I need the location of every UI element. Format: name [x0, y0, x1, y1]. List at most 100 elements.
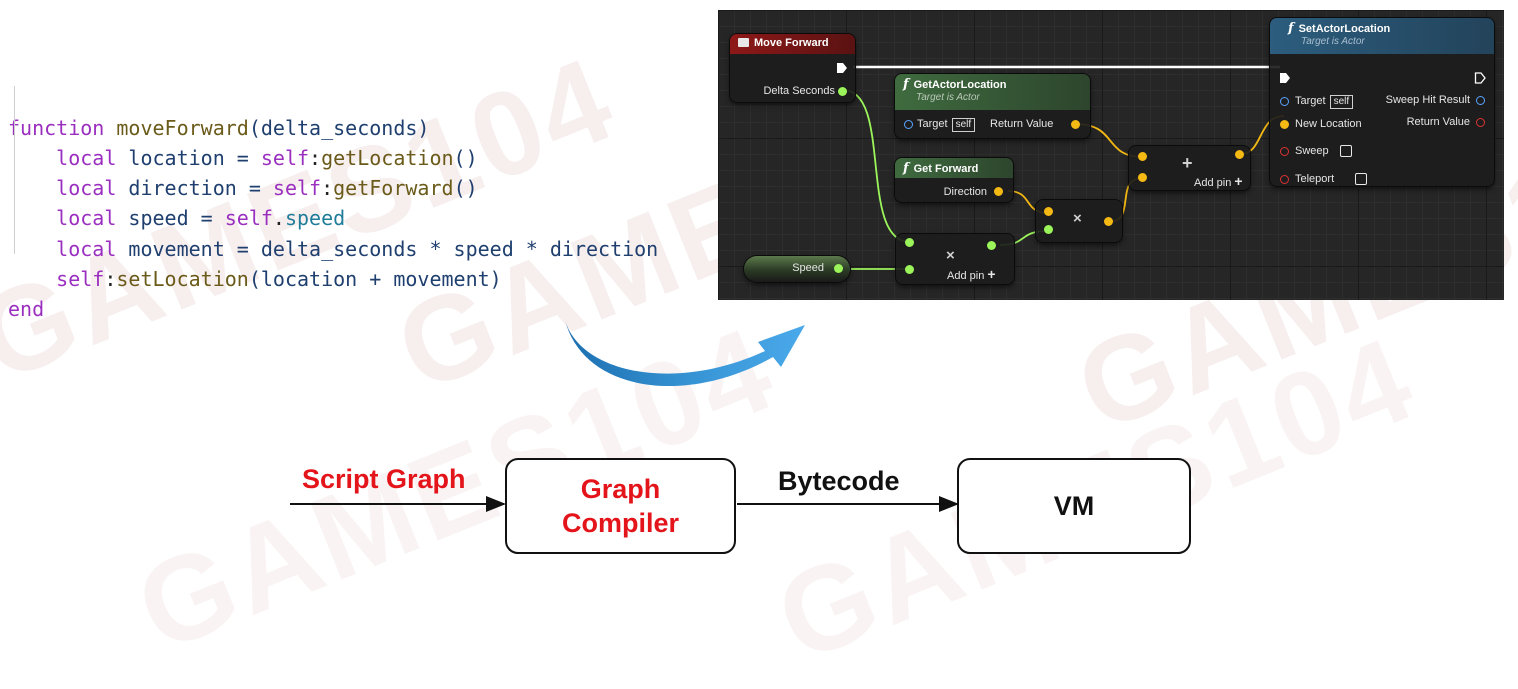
sweep-hit-result-pin[interactable]	[1476, 96, 1485, 105]
add-input-b-pin[interactable]	[1138, 173, 1147, 182]
code-token: self	[272, 176, 322, 201]
code-token: getLocation	[321, 145, 454, 170]
code-line: function moveForward(delta_seconds)	[8, 113, 658, 143]
code-token: speed =	[128, 206, 225, 231]
function-icon: f	[903, 161, 909, 176]
multiply-node[interactable]: × Add pin +	[896, 234, 1014, 284]
code-token: getForward	[333, 176, 454, 201]
multiply-node[interactable]: ×	[1036, 200, 1122, 242]
event-icon	[738, 38, 749, 47]
code-token: moveForward	[116, 115, 249, 140]
target-label: Target	[917, 118, 948, 130]
return-value-label: Return Value	[990, 118, 1054, 130]
node-title: GetActorLocation	[913, 79, 1007, 91]
code-token: function	[8, 115, 117, 140]
code-line: end	[8, 294, 658, 324]
exec-out-pin[interactable]	[1474, 72, 1486, 84]
new-location-pin[interactable]	[1280, 120, 1289, 129]
add-icon: +	[1182, 153, 1193, 173]
multiply-input-b-pin[interactable]	[905, 265, 914, 274]
flow-arrows	[290, 496, 959, 512]
teleport-checkbox[interactable]	[1355, 173, 1367, 185]
code-token: :	[104, 267, 117, 292]
multiply-input-a-pin[interactable]	[905, 238, 914, 247]
node-title: Move Forward	[754, 37, 829, 49]
code-token: local	[8, 176, 129, 201]
target-label: Target	[1295, 95, 1326, 107]
teleport-pin[interactable]	[1280, 175, 1289, 184]
multiply-input-b-pin[interactable]	[1044, 225, 1053, 234]
node-header: Move Forward	[730, 34, 855, 54]
multiply-output-pin[interactable]	[1104, 217, 1113, 226]
speed-label: Speed	[792, 262, 824, 274]
function-icon: f	[1288, 21, 1294, 36]
bytecode-label: Bytecode	[778, 466, 900, 496]
lua-code-listing: function moveForward(delta_seconds) loca…	[8, 52, 658, 325]
add-pin-label: Add pin	[947, 270, 985, 282]
code-token: self	[8, 267, 105, 292]
indent-guide	[14, 86, 15, 254]
code-line: local speed = self.speed	[8, 203, 658, 233]
code-token: :	[309, 145, 322, 170]
direction-pin[interactable]	[994, 187, 1003, 196]
multiply-icon: ×	[946, 247, 955, 264]
sweep-hit-result-label: Sweep Hit Result	[1385, 94, 1470, 106]
code-token: ()	[453, 176, 478, 201]
new-location-label: New Location	[1295, 118, 1362, 130]
code-line: self:setLocation(location + movement)	[8, 264, 658, 294]
add-node[interactable]: + Add pin +	[1129, 146, 1250, 190]
move-forward-event-node[interactable]: Move Forward Delta Seconds	[730, 34, 855, 102]
self-value[interactable]: self	[951, 118, 976, 132]
target-pin[interactable]	[1280, 97, 1289, 106]
multiply-icon: ×	[1073, 210, 1082, 227]
vm-label: VM	[1053, 491, 1095, 521]
add-output-pin[interactable]	[1235, 150, 1244, 159]
node-subtitle: Target is Actor	[1301, 36, 1365, 47]
exec-out-pin[interactable]	[836, 62, 848, 74]
return-value-pin[interactable]	[1071, 120, 1080, 129]
teleport-label: Teleport	[1295, 173, 1335, 185]
code-token: movement = delta_seconds * speed * direc…	[128, 236, 659, 261]
code-token: speed	[284, 206, 346, 231]
set-actor-location-node[interactable]: f SetActorLocation Target is Actor Target…	[1270, 18, 1494, 186]
code-token: local	[8, 206, 129, 231]
delta-seconds-label: Delta Seconds	[763, 85, 835, 97]
self-value[interactable]: self	[1329, 95, 1354, 109]
code-token: self	[224, 206, 273, 231]
node-title: SetActorLocation	[1298, 23, 1391, 35]
return-value-label: Return Value	[1406, 116, 1470, 128]
script-graph-label: Script Graph	[302, 464, 466, 494]
code-token: setLocation	[116, 267, 249, 292]
exec-in-pin[interactable]	[1279, 72, 1291, 84]
speed-variable-node[interactable]: Speed	[744, 256, 850, 282]
code-token: local	[8, 236, 129, 261]
code-line: local location = self:getLocation()	[8, 143, 658, 173]
multiply-input-a-pin[interactable]	[1044, 207, 1053, 216]
code-token: :	[321, 176, 334, 201]
code-token: .	[272, 206, 285, 231]
speed-pin[interactable]	[834, 264, 843, 273]
compiler-label-line1: Graph	[580, 474, 661, 504]
multiply-output-pin[interactable]	[987, 241, 996, 250]
code-token: self	[260, 145, 310, 170]
function-icon: f	[903, 77, 909, 92]
add-pin-icon[interactable]: +	[1234, 173, 1243, 189]
compiler-label-line2: Compiler	[561, 508, 680, 538]
code-token: local	[8, 145, 129, 170]
delta-seconds-pin[interactable]	[838, 87, 847, 96]
return-value-pin[interactable]	[1476, 118, 1485, 127]
add-input-a-pin[interactable]	[1138, 152, 1147, 161]
code-line: local movement = delta_seconds * speed *…	[8, 234, 658, 264]
sweep-checkbox[interactable]	[1340, 145, 1352, 157]
code-token: (location + movement)	[248, 267, 502, 292]
target-pin[interactable]	[904, 120, 913, 129]
add-pin-icon[interactable]: +	[987, 266, 996, 282]
transform-arrow	[565, 320, 805, 387]
sweep-pin[interactable]	[1280, 147, 1289, 156]
